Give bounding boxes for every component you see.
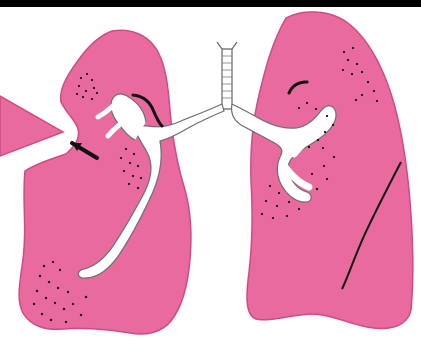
detached-lung-fragment (0, 96, 63, 156)
right-lung (247, 12, 413, 329)
trachea-top-fork (217, 42, 237, 49)
trachea (222, 49, 232, 109)
left-lung (19, 30, 191, 334)
top-band (0, 0, 421, 7)
